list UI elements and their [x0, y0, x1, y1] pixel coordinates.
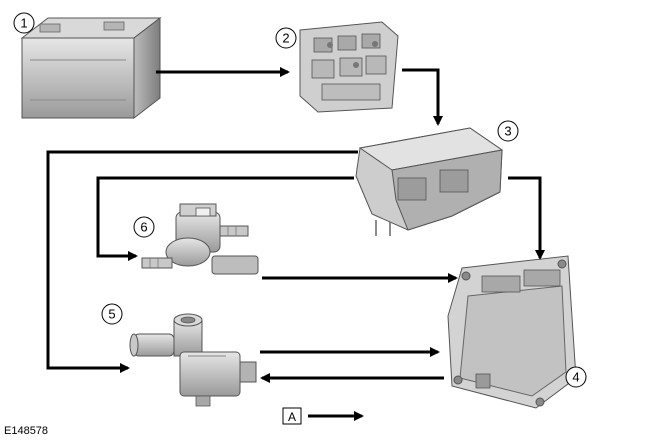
arrow-junctionbox-to-solenoid-valve	[96, 176, 354, 261]
arrow-fusebox-to-junctionbox	[402, 68, 443, 126]
legend-key: A	[282, 407, 302, 425]
coolant-valve-icon	[129, 313, 257, 407]
junction-box-icon	[355, 127, 504, 236]
fuse-relay-box-icon	[299, 21, 399, 113]
legend-key-label: A	[288, 410, 296, 424]
callout-1: 1	[13, 12, 35, 34]
callout-6-label: 6	[140, 220, 147, 235]
arrow-junctionbox-to-coolant-valve	[46, 150, 358, 373]
callout-3-label: 3	[504, 124, 511, 139]
callout-3: 3	[497, 120, 519, 142]
solenoid-valve-icon	[141, 203, 259, 275]
callout-4-label: 4	[572, 370, 579, 385]
callout-6: 6	[133, 216, 155, 238]
figure-reference: E148578	[4, 425, 48, 437]
arrow-junctionbox-to-control-module	[508, 176, 545, 260]
callout-2: 2	[275, 27, 297, 49]
callout-4: 4	[565, 366, 587, 388]
callout-5-label: 5	[108, 307, 115, 322]
battery-icon	[20, 16, 162, 120]
callout-1-label: 1	[20, 16, 27, 31]
callout-2-label: 2	[282, 31, 289, 46]
control-module-icon	[447, 255, 577, 409]
callout-5: 5	[101, 303, 123, 325]
